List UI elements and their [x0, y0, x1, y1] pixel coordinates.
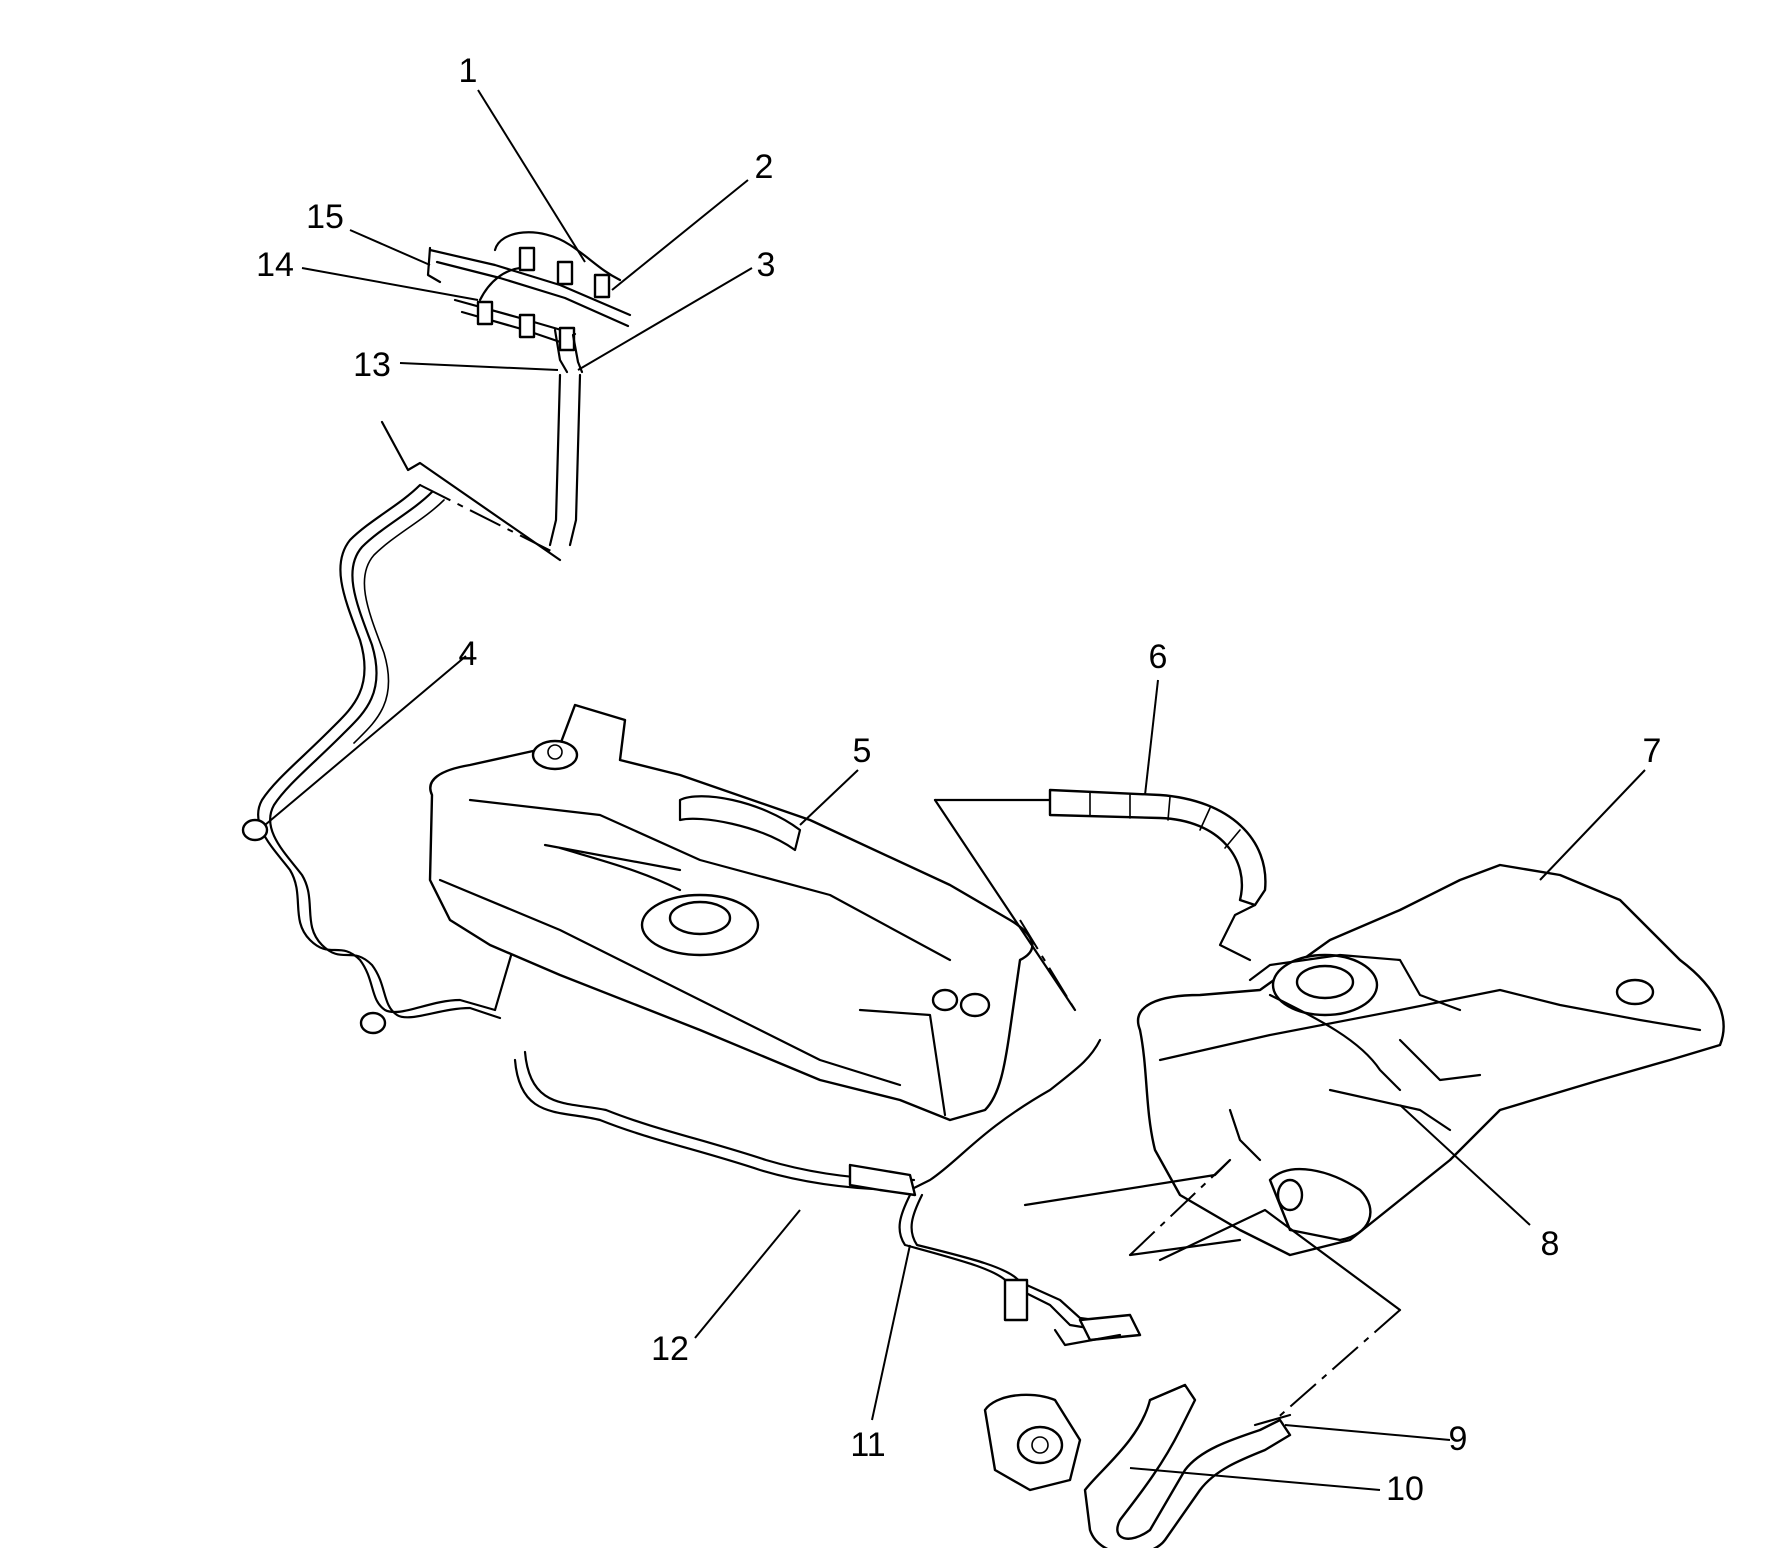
break-line-upper [380, 420, 562, 562]
callout-labels: 1 2 3 4 5 6 7 8 9 10 11 12 13 14 15 [256, 52, 1661, 1508]
callout-9: 9 [1449, 1420, 1468, 1458]
callout-14: 14 [256, 246, 294, 284]
callout-1: 1 [459, 52, 478, 90]
fuel-rail-assembly [426, 231, 632, 547]
callout-10: 10 [1386, 1470, 1424, 1508]
callout-5: 5 [853, 732, 872, 770]
callout-13: 13 [353, 346, 391, 384]
callout-3: 3 [757, 246, 776, 284]
callout-11: 11 [850, 1426, 885, 1464]
callout-15: 15 [306, 198, 344, 236]
callout-4: 4 [459, 635, 478, 673]
callout-8: 8 [1541, 1225, 1560, 1263]
fuel-tank-front [428, 703, 1034, 1122]
lower-fuel-lines [513, 1038, 1142, 1347]
callout-6: 6 [1149, 638, 1168, 676]
break-line-middle [933, 798, 1077, 1012]
callout-12: 12 [651, 1330, 689, 1368]
fuel-tank-rear [1136, 863, 1725, 1257]
callout-2: 2 [755, 148, 774, 186]
callout-7: 7 [1643, 732, 1662, 770]
fill-hose [1048, 788, 1267, 962]
filler-neck [983, 1158, 1402, 1548]
leader-lines [264, 89, 1646, 1491]
